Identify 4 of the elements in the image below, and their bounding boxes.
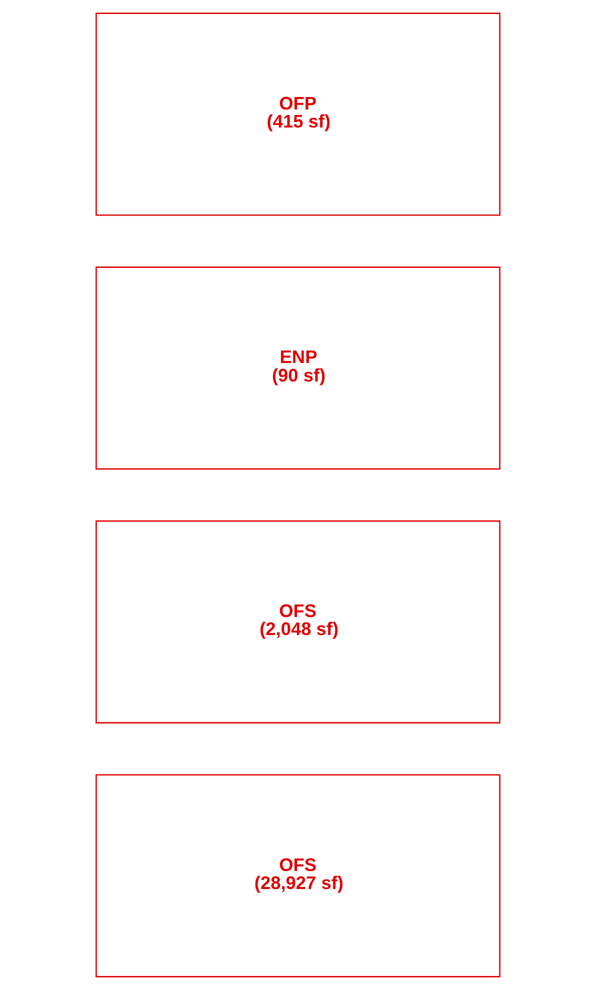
node-box: OFS (2,048 sf) (96, 520, 500, 724)
node-box: ENP (90 sf) (96, 266, 500, 470)
node-box: OFS (28,927 sf) (96, 774, 500, 978)
node-box: OFP (415 sf) (96, 12, 500, 216)
